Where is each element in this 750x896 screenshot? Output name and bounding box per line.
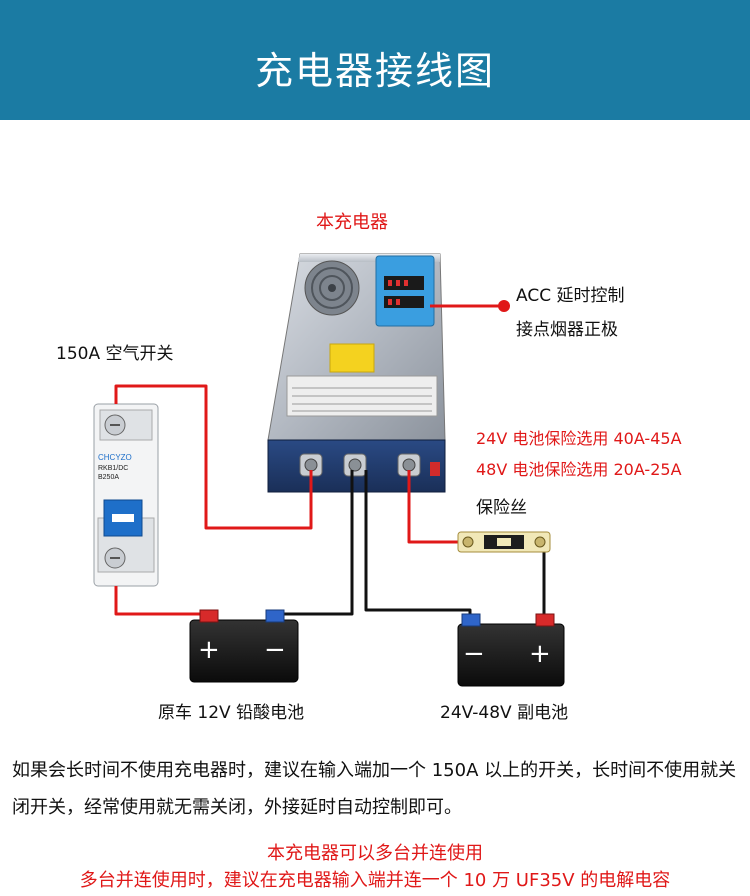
battery-left: + − <box>189 609 299 683</box>
header-banner: 充电器接线图 <box>0 0 750 120</box>
warning-sticker <box>329 343 375 373</box>
terminal-strip <box>267 439 446 493</box>
breaker-brand: CHCYZO <box>98 453 132 462</box>
fuse <box>457 531 551 553</box>
breaker-model: RKB1/DC <box>98 465 128 472</box>
fuse-spec-48v: 48V 电池保险选用 20A-25A <box>476 460 682 479</box>
battery-right-minus: − <box>463 639 485 669</box>
breaker-rating: B250A <box>98 474 119 481</box>
battery-left-minus: − <box>264 635 286 665</box>
battery-left-label: 原车 12V 铅酸电池 <box>158 703 305 723</box>
page-title: 充电器接线图 <box>254 49 495 93</box>
fan-grille <box>304 260 360 316</box>
note-line2: 多台并连使用时，建议在充电器输入端并连一个 10 万 UF35V 的电解电容 <box>79 870 671 891</box>
breaker-label: 150A 空气开关 <box>56 344 174 364</box>
usage-paragraph: 如果会长时间不使用充电器时，建议在输入端加一个 150A 以上的开关，长时间不使… <box>12 760 737 818</box>
acc-wire-end <box>498 300 510 312</box>
charger-unit <box>267 253 446 493</box>
battery-left-plus: + <box>198 635 220 665</box>
battery-right: − + <box>457 613 565 687</box>
wiring-diagram: CHCYZO RKB1/DC B250A + − <box>93 253 565 687</box>
battery-right-plus: + <box>529 639 551 669</box>
charger-label: 本充电器 <box>316 212 388 233</box>
fuse-spec-24v: 24V 电池保险选用 40A-45A <box>476 429 682 448</box>
acc-label-line2: 接点烟器正极 <box>516 320 618 340</box>
fuse-label: 保险丝 <box>476 498 527 518</box>
circuit-breaker: CHCYZO RKB1/DC B250A <box>93 403 159 587</box>
acc-label-line1: ACC 延时控制 <box>516 286 625 306</box>
battery-right-label: 24V-48V 副电池 <box>440 703 569 723</box>
display-panel <box>375 255 435 327</box>
note-line1: 本充电器可以多台并连使用 <box>267 843 483 864</box>
